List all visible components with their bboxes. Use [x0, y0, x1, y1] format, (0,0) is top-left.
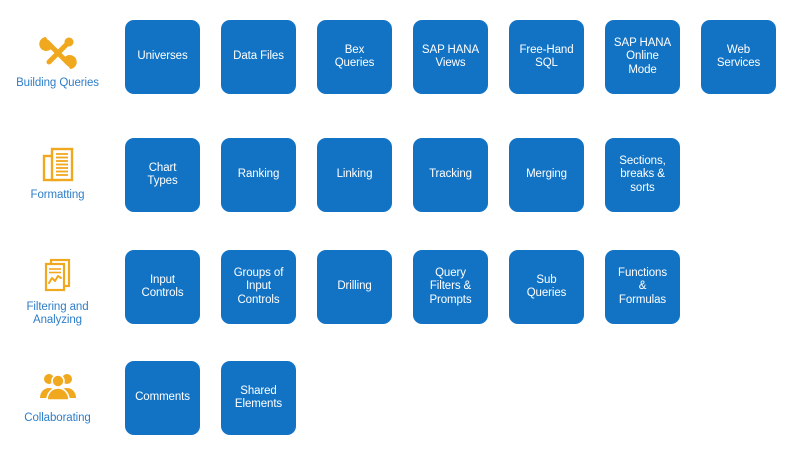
tile-group: Comments Shared Elements [125, 361, 296, 435]
tile-groups-of-input-controls[interactable]: Groups of Input Controls [221, 250, 296, 324]
tile-sections-breaks-sorts[interactable]: Sections, breaks & sorts [605, 138, 680, 212]
crossed-tools-icon [36, 32, 80, 74]
category-label: Filtering and Analyzing [26, 301, 89, 326]
tile-functions-and-formulas[interactable]: Functions & Formulas [605, 250, 680, 324]
category-label: Collaborating [24, 412, 91, 424]
tile-tracking[interactable]: Tracking [413, 138, 488, 212]
tile-query-filters-and-prompts[interactable]: Query Filters & Prompts [413, 250, 488, 324]
category-filtering-and-analyzing: Filtering and Analyzing [5, 256, 110, 327]
tile-universes[interactable]: Universes [125, 20, 200, 94]
documents-icon [36, 144, 80, 186]
category-row-building-queries: Building Queries Universes Data Files Be… [0, 20, 800, 94]
category-formatting: Formatting [5, 144, 110, 202]
tile-group: Chart Types Ranking Linking Tracking Mer… [125, 138, 680, 212]
category-label: Building Queries [16, 77, 99, 89]
tile-sap-hana-views[interactable]: SAP HANA Views [413, 20, 488, 94]
category-row-collaborating: Collaborating Comments Shared Elements [0, 361, 800, 435]
category-building-queries: Building Queries [5, 32, 110, 90]
tile-merging[interactable]: Merging [509, 138, 584, 212]
tile-group: Input Controls Groups of Input Controls … [125, 250, 680, 324]
people-group-icon [36, 367, 80, 409]
tile-web-services[interactable]: Web Services [701, 20, 776, 94]
tile-comments[interactable]: Comments [125, 361, 200, 435]
tile-drilling[interactable]: Drilling [317, 250, 392, 324]
tile-free-hand-sql[interactable]: Free-Hand SQL [509, 20, 584, 94]
category-row-filtering-and-analyzing: Filtering and Analyzing Input Controls G… [0, 250, 800, 327]
tile-linking[interactable]: Linking [317, 138, 392, 212]
category-collaborating: Collaborating [5, 367, 110, 425]
tile-data-files[interactable]: Data Files [221, 20, 296, 94]
category-label: Formatting [30, 189, 85, 201]
tile-group: Universes Data Files Bex Queries SAP HAN… [125, 20, 776, 94]
category-row-formatting: Formatting Chart Types Ranking Linking T… [0, 138, 800, 212]
tile-shared-elements[interactable]: Shared Elements [221, 361, 296, 435]
tile-bex-queries[interactable]: Bex Queries [317, 20, 392, 94]
tile-ranking[interactable]: Ranking [221, 138, 296, 212]
tile-sub-queries[interactable]: Sub Queries [509, 250, 584, 324]
tile-input-controls[interactable]: Input Controls [125, 250, 200, 324]
tile-sap-hana-online-mode[interactable]: SAP HANA Online Mode [605, 20, 680, 94]
tile-chart-types[interactable]: Chart Types [125, 138, 200, 212]
document-chart-icon [36, 256, 80, 298]
